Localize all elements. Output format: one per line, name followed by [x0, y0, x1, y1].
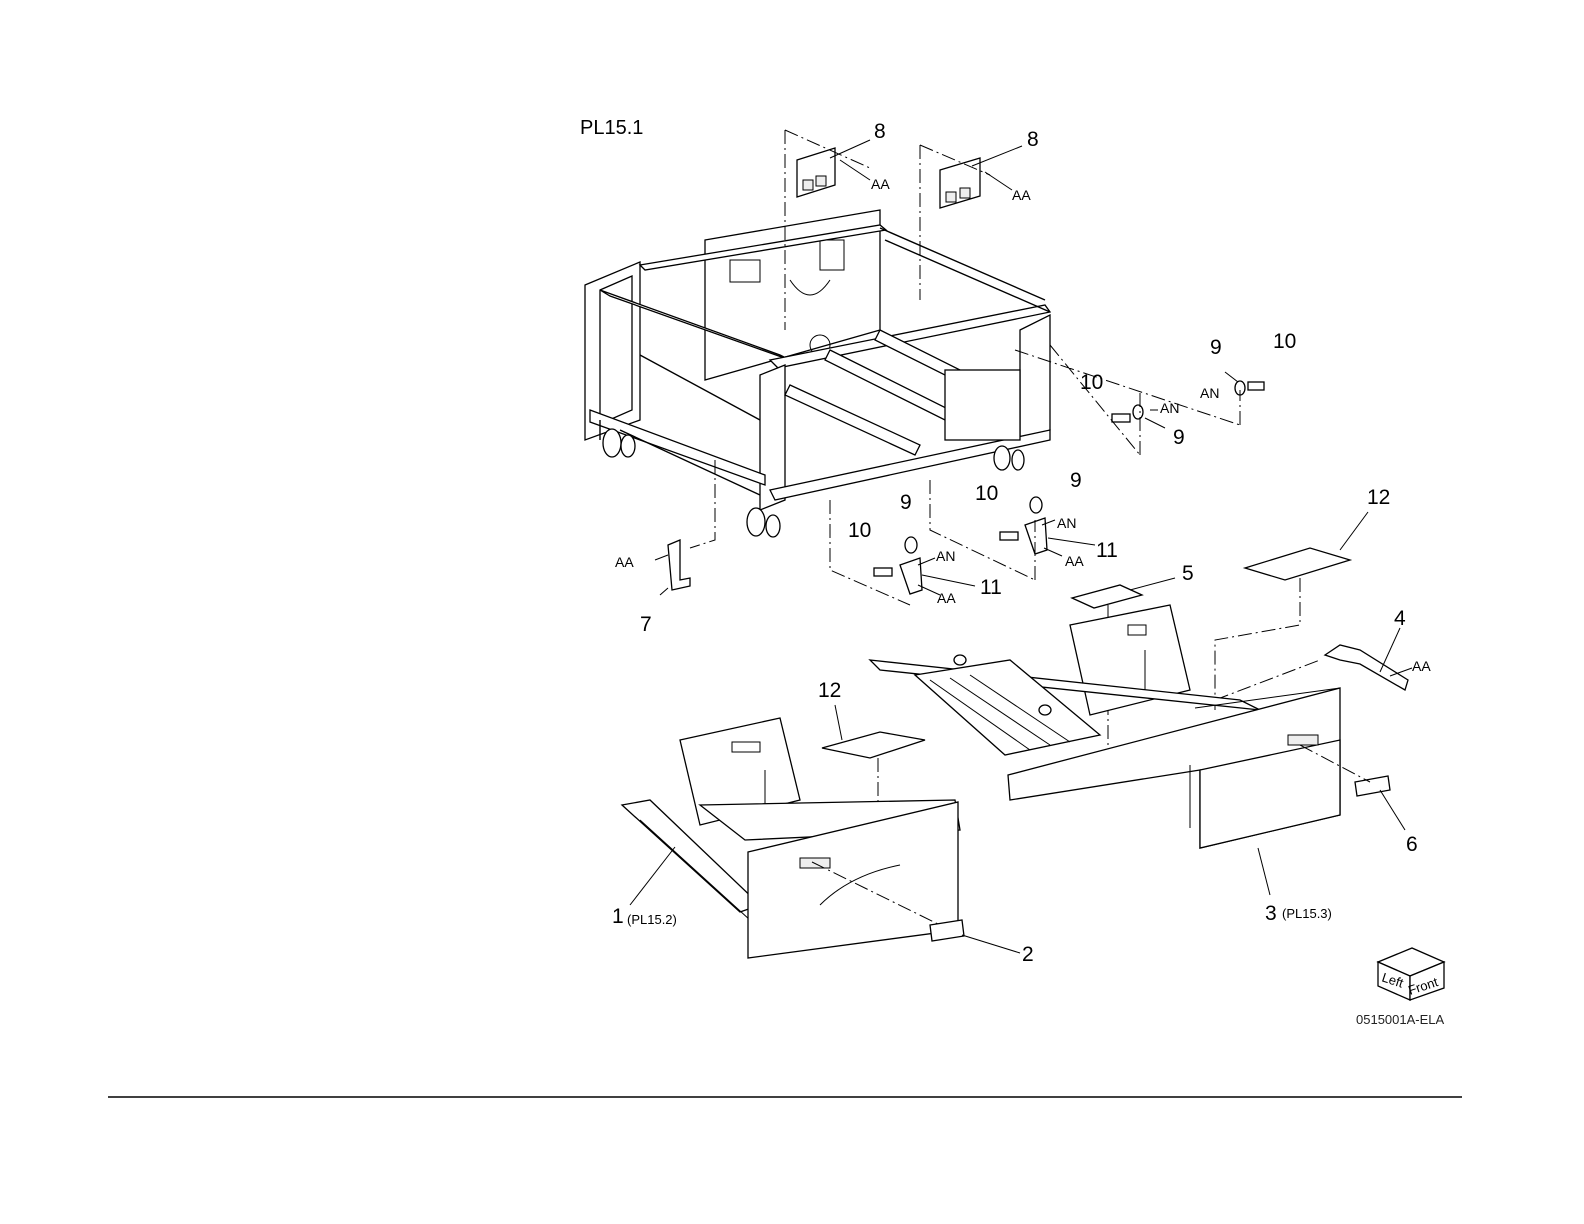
tag-an-lower-left: AN: [936, 548, 955, 564]
callout-12-lower: 12: [818, 679, 841, 702]
diagram-title: PL15.1: [580, 117, 643, 139]
callout-3: 3: [1265, 902, 1277, 925]
ref-1: (PL15.2): [627, 912, 677, 927]
part-4-bracket: [1325, 628, 1412, 690]
callout-8-left: 8: [874, 120, 886, 143]
callout-4: 4: [1394, 607, 1406, 630]
tag-aa-lower-left: AA: [937, 590, 956, 606]
tag-aa-7: AA: [615, 554, 634, 570]
callout-9-mid: 9: [1173, 426, 1185, 449]
part-9-10-11-lower-left: [874, 537, 975, 595]
callout-12-upper: 12: [1367, 486, 1390, 509]
callout-6: 6: [1406, 833, 1418, 856]
part-12-label-lower: [822, 732, 925, 758]
callout-7: 7: [640, 613, 652, 636]
part-5-label: [1072, 585, 1142, 608]
callout-11-right: 11: [1096, 539, 1118, 562]
part-8-bracket-left: [797, 140, 870, 197]
callout-9-lower-right: 9: [1070, 469, 1082, 492]
callout-11-left: 11: [980, 576, 1002, 599]
reference-line-11: [830, 480, 1035, 605]
part-9-10-11-lower-right: [1000, 497, 1095, 556]
part-6-label: [1355, 776, 1390, 796]
figure-code: 0515001A-ELA: [1356, 1012, 1445, 1027]
part-9-10-upper-right: [1225, 372, 1264, 395]
reference-line-7: [690, 460, 715, 548]
callout-10-mid: 10: [1080, 371, 1103, 394]
tag-an-mid: AN: [1160, 400, 1179, 416]
callout-9-lower-left: 9: [900, 491, 912, 514]
tag-an-upper: AN: [1200, 385, 1219, 401]
part-7-bracket: [655, 540, 690, 595]
part-12-label-upper: [1245, 548, 1350, 580]
callout-10-upper: 10: [1273, 330, 1296, 353]
callout-2: 2: [1022, 943, 1034, 966]
tag-an-lower-right: AN: [1057, 515, 1076, 531]
callout-8-right: 8: [1027, 128, 1039, 151]
callout-1: 1: [612, 905, 624, 928]
tag-aa-lower-right: AA: [1065, 553, 1084, 569]
tag-aa-4: AA: [1412, 658, 1431, 674]
part-9-10-mid-right: [1112, 405, 1165, 428]
callout-10-lower-left: 10: [848, 519, 871, 542]
ref-3: (PL15.3): [1282, 906, 1332, 921]
callout-10-lower-right: 10: [975, 482, 998, 505]
part-8-bracket-right: [940, 146, 1022, 208]
callout-5: 5: [1182, 562, 1194, 585]
tag-aa-8-left: AA: [871, 176, 890, 192]
callout-9-upper: 9: [1210, 336, 1222, 359]
tag-aa-8-right: AA: [1012, 187, 1031, 203]
orientation-cube: Left Front: [1378, 948, 1444, 1000]
